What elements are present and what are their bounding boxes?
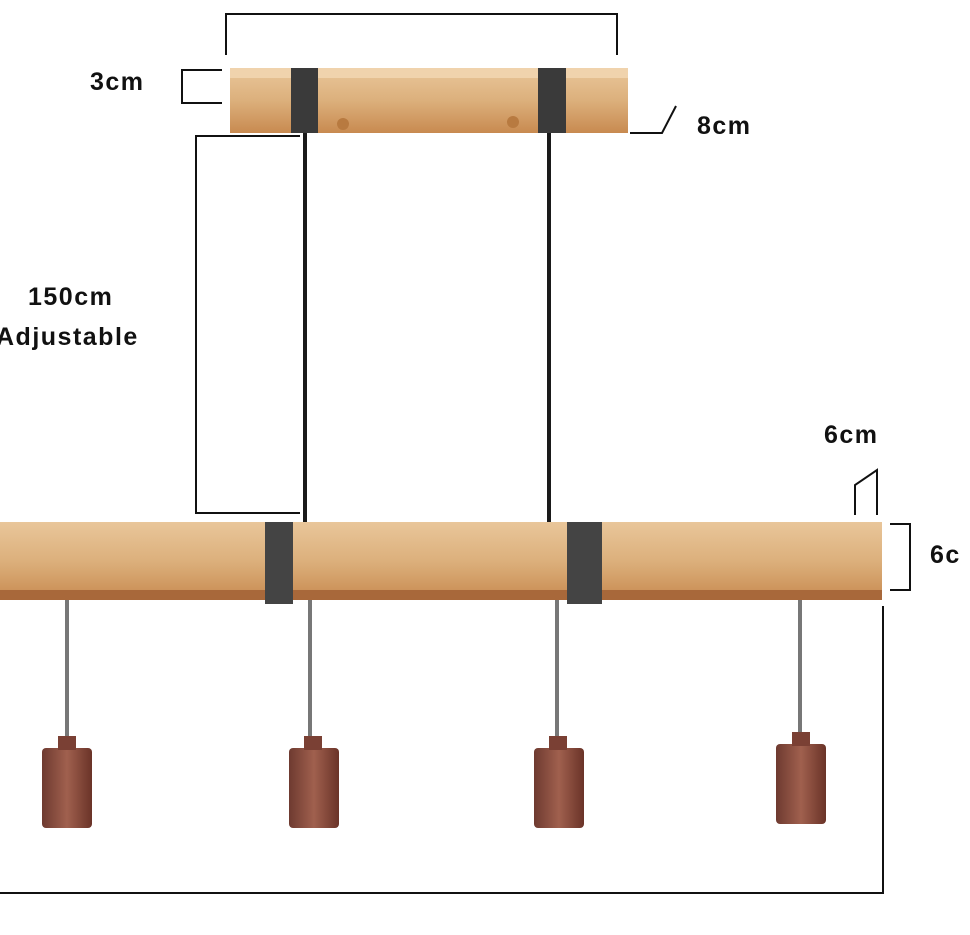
pendant-3 xyxy=(534,600,584,828)
overall-length-line xyxy=(0,606,884,894)
beam-height-bracket xyxy=(890,523,911,591)
top-width-bracket xyxy=(225,13,618,55)
canopy-depth-bracket xyxy=(630,105,677,134)
pendant-1 xyxy=(42,600,92,828)
canopy xyxy=(230,68,628,133)
canopy-depth-label: 8cm xyxy=(697,112,752,140)
cable-length-bracket xyxy=(195,135,300,514)
dimension-lines xyxy=(0,13,911,894)
beam xyxy=(0,522,882,604)
cable-length-label: 150cm xyxy=(28,283,114,311)
pendant-4 xyxy=(776,600,826,824)
canopy-height-label: 3cm xyxy=(90,68,145,96)
pendant-2 xyxy=(289,600,339,828)
beam-width-bracket xyxy=(854,468,878,515)
canopy-height-bracket xyxy=(181,69,222,104)
cables xyxy=(303,133,551,522)
beam-width-label: 6cm xyxy=(824,421,879,449)
beam-height-label: 6c xyxy=(930,541,961,569)
cable-adjustable-label: Adjustable xyxy=(0,323,139,351)
pendants xyxy=(42,600,826,828)
